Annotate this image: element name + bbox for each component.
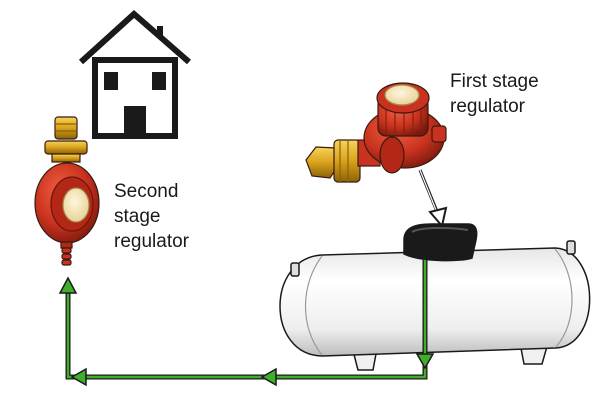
flow-arrowhead-down [415, 353, 435, 370]
label-line: First stage [450, 71, 539, 92]
pointer-arrow [418, 169, 448, 229]
flow-arrowhead-up [58, 276, 78, 294]
second-stage-regulator-icon [34, 116, 100, 266]
first-stage-regulator-label: First stage regulator [450, 69, 539, 119]
label-line: regulator [450, 96, 525, 117]
first-stage-regulator-icon [305, 82, 447, 183]
label-line: Second [114, 181, 179, 202]
second-stage-regulator-label: Second stage regulator [114, 179, 189, 254]
gas-flow-path-fill [66, 260, 427, 379]
label-line: stage [114, 206, 161, 227]
label-line: regulator [114, 231, 189, 252]
flow-arrowhead-left [70, 367, 87, 387]
flow-arrowhead-left [260, 367, 277, 387]
house-icon [78, 9, 191, 139]
propane-tank-icon [279, 223, 591, 371]
